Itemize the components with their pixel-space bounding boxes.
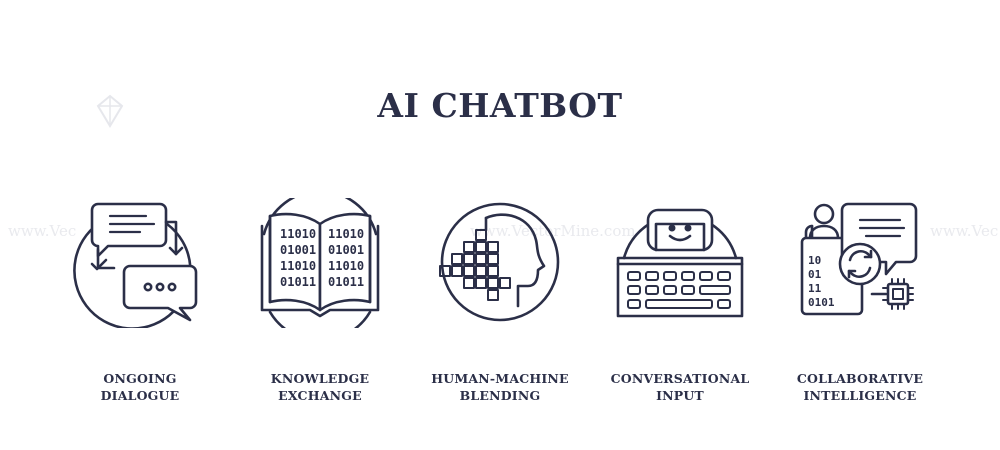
svg-text:01011: 01011 (280, 275, 316, 289)
label-line-2: EXCHANGE (278, 388, 362, 403)
watermark-logo-icon (96, 94, 124, 128)
svg-text:11010: 11010 (280, 227, 316, 241)
page-title: AI CHATBOT (377, 86, 623, 125)
label-line-2: INPUT (656, 388, 704, 403)
label-knowledge-exchange: KNOWLEDGE EXCHANGE (230, 370, 410, 404)
svg-text:11: 11 (808, 282, 822, 295)
label-line-1: KNOWLEDGE (270, 371, 370, 386)
svg-text:11010: 11010 (328, 259, 364, 273)
svg-text:01011: 01011 (328, 275, 364, 289)
watermark-right: www.Vec (930, 222, 999, 240)
card-conversational-input (600, 198, 760, 328)
card-knowledge-exchange: 11010 01001 11010 01011 11010 01001 1101… (240, 198, 400, 328)
svg-text:0101: 0101 (808, 296, 835, 309)
typewriter-icon (616, 208, 744, 318)
label-collaborative-intelligence: COLLABORATIVE INTELLIGENCE (770, 370, 950, 404)
label-line-1: HUMAN-MACHINE (431, 371, 569, 386)
svg-text:01: 01 (808, 268, 822, 281)
label-ongoing-dialogue: ONGOING DIALOGUE (50, 370, 230, 404)
label-human-machine-blending: HUMAN-MACHINE BLENDING (410, 370, 590, 404)
label-line-1: ONGOING (103, 371, 177, 386)
svg-text:01001: 01001 (280, 243, 316, 257)
card-ongoing-dialogue (60, 198, 220, 328)
card-human-machine-blending (420, 198, 580, 328)
svg-text:10: 10 (808, 254, 821, 267)
svg-text:11010: 11010 (280, 259, 316, 273)
svg-text:01001: 01001 (328, 243, 364, 257)
watermark-left: www.Vec (8, 222, 77, 240)
label-line-1: CONVERSATIONAL (610, 371, 750, 386)
pixel-head-icon (439, 202, 560, 322)
label-line-2: DIALOGUE (100, 388, 180, 403)
svg-text:11010: 11010 (328, 227, 364, 241)
person-chip-chat-icon: 10 01 11 0101 (800, 202, 918, 316)
label-line-1: COLLABORATIVE (796, 371, 924, 386)
watermark-center: www.VectorMine.com (470, 222, 636, 240)
card-collaborative-intelligence: 10 01 11 0101 (780, 198, 940, 328)
label-line-2: BLENDING (459, 388, 541, 403)
chat-dialogue-icon (73, 202, 198, 328)
binary-book-icon: 11010 01001 11010 01011 11010 01001 1101… (260, 198, 380, 328)
label-conversational-input: CONVERSATIONAL INPUT (590, 370, 770, 404)
label-line-2: INTELLIGENCE (803, 388, 917, 403)
